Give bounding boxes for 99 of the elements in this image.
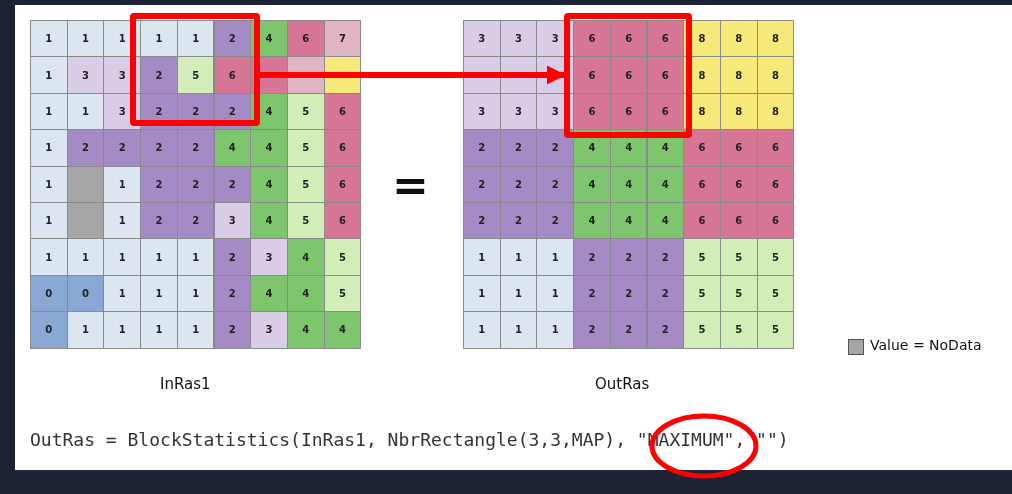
- raster-cell: 1: [140, 274, 178, 313]
- raster-cell: 2: [609, 238, 648, 276]
- raster-cell: 1: [463, 238, 501, 276]
- raster-cell: 4: [250, 274, 288, 313]
- raster-cell: 6: [646, 56, 685, 94]
- raster-cell: 4: [250, 202, 288, 240]
- raster-cell: 6: [609, 56, 648, 94]
- raster-cell: 2: [140, 165, 178, 203]
- raster-cell: 5: [756, 311, 795, 349]
- raster-cell: 2: [176, 129, 215, 167]
- raster-cell: 6: [573, 20, 611, 58]
- raster-cell: 3: [463, 20, 501, 58]
- raster-cell: 6: [573, 56, 611, 94]
- raster-cell: 1: [536, 311, 575, 349]
- raster-cell: 2: [536, 165, 575, 203]
- raster-cell: 0: [30, 311, 68, 349]
- raster-cell: 1: [536, 274, 575, 313]
- raster-cell: 3: [250, 311, 288, 349]
- raster-cell: 5: [683, 274, 721, 313]
- raster-cell: 4: [573, 165, 611, 203]
- raster-cell: 1: [103, 311, 142, 349]
- raster-cell: 3: [66, 56, 105, 94]
- raster-cell: 4: [286, 238, 325, 276]
- raster-cell: 1: [463, 311, 501, 349]
- raster-cell: 5: [286, 129, 325, 167]
- raster-cell: 5: [719, 238, 758, 276]
- raster-cell: 2: [609, 311, 648, 349]
- raster-cell: 2: [463, 165, 501, 203]
- raster-cell: 1: [103, 238, 142, 276]
- raster-cell: 2: [463, 202, 501, 240]
- raster-cell: 1: [499, 238, 538, 276]
- raster-caption: InRas1: [160, 375, 211, 393]
- raster-cell: 1: [30, 238, 68, 276]
- raster-cell: 2: [573, 238, 611, 276]
- raster-cell: 1: [30, 20, 68, 58]
- raster-cell: 6: [213, 56, 252, 94]
- raster-cell: 2: [646, 311, 685, 349]
- raster-cell: 2: [140, 129, 178, 167]
- raster-cell: 5: [756, 238, 795, 276]
- raster-cell: 5: [683, 238, 721, 276]
- raster-cell: 2: [213, 311, 252, 349]
- raster-cell: 2: [573, 274, 611, 313]
- raster-cell: 4: [573, 202, 611, 240]
- raster-cell: 2: [66, 129, 105, 167]
- raster-cell: 1: [103, 202, 142, 240]
- raster-cell: 1: [536, 238, 575, 276]
- raster-cell: 2: [140, 202, 178, 240]
- raster-cell: 4: [213, 129, 252, 167]
- raster-cell: 3: [463, 92, 501, 131]
- raster-cell: 4: [250, 129, 288, 167]
- raster-cell: 5: [176, 56, 215, 94]
- raster-cell: 6: [756, 129, 795, 167]
- raster-cell: 2: [103, 129, 142, 167]
- raster-cell: 1: [30, 202, 68, 240]
- raster-cell: 8: [756, 56, 795, 94]
- raster-cell: 1: [66, 311, 105, 349]
- raster-cell: 8: [719, 56, 758, 94]
- raster-cell: 1: [140, 311, 178, 349]
- raster-cell: 6: [323, 129, 362, 167]
- arrow: [260, 65, 566, 85]
- legend-text: Value = NoData: [870, 337, 982, 353]
- raster-cell: 1: [463, 274, 501, 313]
- raster-cell: 4: [250, 165, 288, 203]
- raster-cell: 2: [213, 238, 252, 276]
- raster-cell: 1: [103, 274, 142, 313]
- raster-cell: 4: [286, 311, 325, 349]
- raster-cell: 6: [683, 165, 721, 203]
- raster-cell: 2: [646, 238, 685, 276]
- raster-cell: 1: [103, 165, 142, 203]
- highlight-box: [130, 13, 260, 126]
- raster-cell: 1: [140, 20, 178, 58]
- raster-cell: 4: [323, 311, 362, 349]
- raster-cell: 1: [30, 165, 68, 203]
- raster-cell: 1: [140, 238, 178, 276]
- raster-cell: 2: [573, 311, 611, 349]
- raster-cell: 3: [250, 238, 288, 276]
- raster-caption: OutRas: [595, 375, 650, 393]
- raster-cell: 1: [499, 311, 538, 349]
- raster-cell: 6: [683, 129, 721, 167]
- raster-cell: 0: [30, 274, 68, 313]
- raster-cell: 5: [683, 311, 721, 349]
- raster-cell: 6: [719, 129, 758, 167]
- raster-cell: 1: [30, 129, 68, 167]
- highlight-box: [564, 13, 692, 138]
- raster-cell: 1: [176, 311, 215, 349]
- raster-cell: 2: [499, 129, 538, 167]
- raster-cell: 1: [30, 56, 68, 94]
- raster-cell: 2: [140, 56, 178, 94]
- raster-cell: 1: [30, 92, 68, 131]
- raster-cell: 1: [66, 238, 105, 276]
- raster-cell: 1: [176, 238, 215, 276]
- raster-cell: 2: [536, 129, 575, 167]
- raster-cell: 2: [463, 129, 501, 167]
- raster-cell: 6: [573, 92, 611, 131]
- raster-cell: 6: [683, 202, 721, 240]
- raster-cell: 2: [536, 202, 575, 240]
- raster-cell: 5: [719, 311, 758, 349]
- equals-sign: =: [392, 160, 428, 210]
- raster-cell: 5: [323, 238, 362, 276]
